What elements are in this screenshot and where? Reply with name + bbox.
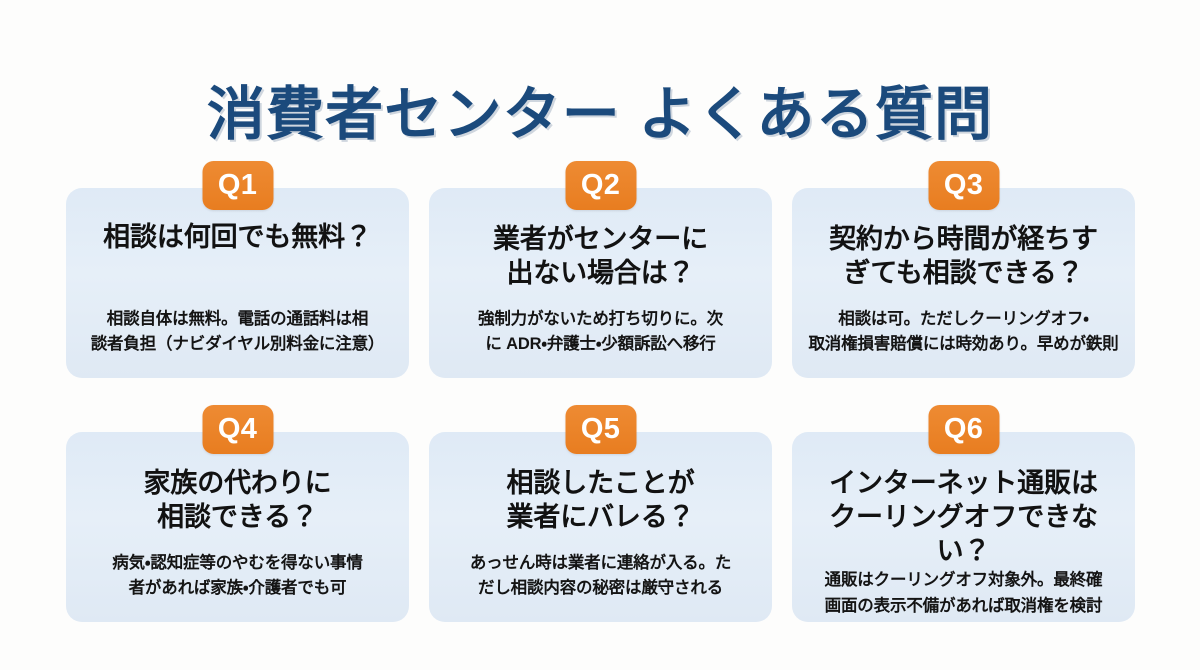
faq-card-q2: Q2 業者がセンターに 出ない場合は？ 強制力がないため打ち切りに。次 に AD… xyxy=(429,161,772,378)
faq-card-body-q6: インターネット通販は クーリングオフできない？ 通販はクーリングオフ対象外。最終… xyxy=(792,432,1135,622)
faq-card-q3: Q3 契約から時間が経ちす ぎても相談できる？ 相談は可。ただしクーリングオフ・… xyxy=(792,161,1135,378)
faq-card-body-q1: 相談は何回でも無料？ 相談自体は無料。電話の通話料は相 談者負担（ナビダイヤル別… xyxy=(66,188,409,378)
badge-q2: Q2 xyxy=(565,161,636,210)
faq-card-q6: Q6 インターネット通販は クーリングオフできない？ 通販はクーリングオフ対象外… xyxy=(792,405,1135,622)
answer-text-q2: 強制力がないため打ち切りに。次 に ADR・弁護士・少額訴訟へ移行 xyxy=(477,309,724,354)
question-text-q3: 契約から時間が経ちす ぎても相談できる？ xyxy=(829,224,1098,289)
faq-card-body-q4: 家族の代わりに 相談できる？ 病気・認知症等のやむを得ない事情 者があれば家族・… xyxy=(66,432,409,622)
question-text-q1: 相談は何回でも無料？ xyxy=(103,222,372,252)
answer-text-q4: 病気・認知症等のやむを得ない事情 者があれば家族・介護者でも可 xyxy=(112,553,363,598)
badge-q3: Q3 xyxy=(928,161,999,210)
badge-q1: Q1 xyxy=(202,161,273,210)
badge-q6: Q6 xyxy=(928,405,999,454)
page-title: 消費者センター よくある質問 xyxy=(206,81,994,147)
badge-q4: Q4 xyxy=(202,405,273,454)
answer-text-q5: あっせん時は業者に連絡が入る。た だし相談内容の秘密は厳守される xyxy=(469,553,732,598)
badge-q5: Q5 xyxy=(565,405,636,454)
question-text-q2: 業者がセンターに 出ない場合は？ xyxy=(493,224,708,289)
title-area: 消費者センター よくある質問 xyxy=(0,0,1200,186)
question-text-q4: 家族の代わりに 相談できる？ xyxy=(143,468,332,533)
faq-card-q5: Q5 相談したことが 業者にバレる？ あっせん時は業者に連絡が入る。た だし相談… xyxy=(429,405,772,622)
answer-text-q3: 相談は可。ただしクーリングオフ・ 取消権損害賠償には時効あり。早めが鉄則 xyxy=(808,309,1119,354)
faq-card-q4: Q4 家族の代わりに 相談できる？ 病気・認知症等のやむを得ない事情 者があれば… xyxy=(66,405,409,622)
question-text-q5: 相談したことが 業者にバレる？ xyxy=(506,468,695,533)
faq-card-body-q5: 相談したことが 業者にバレる？ あっせん時は業者に連絡が入る。た だし相談内容の… xyxy=(429,432,772,622)
answer-text-q6: 通販はクーリングオフ対象外。最終確 画面の表示不備があれば取消権を検討 xyxy=(824,571,1103,615)
faq-card-body-q2: 業者がセンターに 出ない場合は？ 強制力がないため打ち切りに。次 に ADR・弁… xyxy=(429,188,772,378)
faq-card-q1: Q1 相談は何回でも無料？ 相談自体は無料。電話の通話料は相 談者負担（ナビダイ… xyxy=(66,161,409,378)
answer-text-q1: 相談自体は無料。電話の通話料は相 談者負担（ナビダイヤル別料金に注意） xyxy=(90,309,385,354)
question-text-q6: インターネット通販は クーリングオフできない？ xyxy=(829,468,1098,567)
faq-card-body-q3: 契約から時間が経ちす ぎても相談できる？ 相談は可。ただしクーリングオフ・ 取消… xyxy=(792,188,1135,378)
faq-card-grid: Q1 相談は何回でも無料？ 相談自体は無料。電話の通話料は相 談者負担（ナビダイ… xyxy=(66,161,1135,622)
